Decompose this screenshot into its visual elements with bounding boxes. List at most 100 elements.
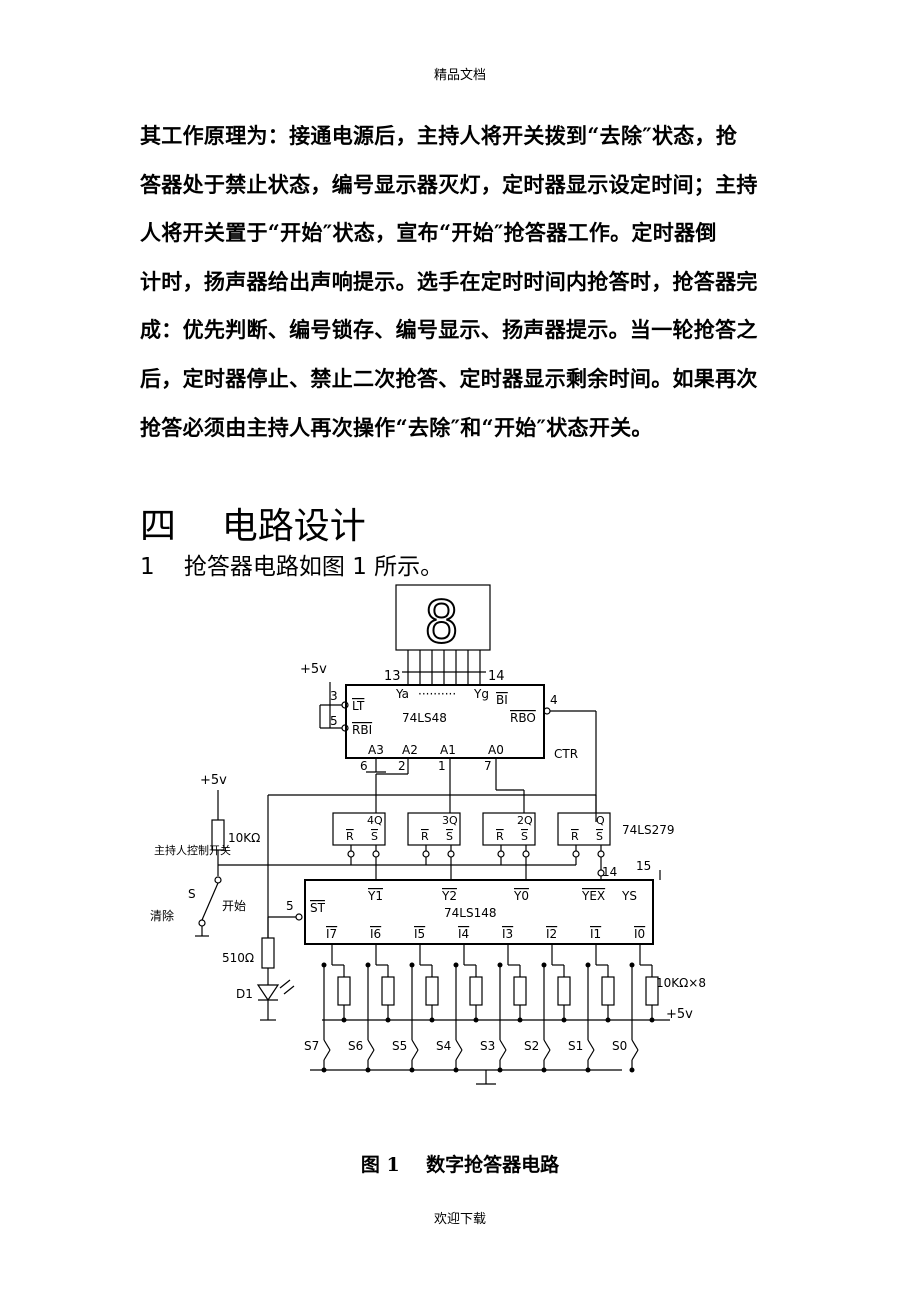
switch-label: S1 — [568, 1039, 583, 1053]
junction-dot — [629, 962, 635, 968]
host-switch-label: 主持人控制开关 — [154, 843, 231, 857]
junction-dot — [385, 1017, 391, 1023]
page-footer: 欢迎下载 — [433, 1212, 486, 1227]
junction-dot — [341, 1017, 347, 1023]
pin-15-label: 15 — [636, 859, 651, 873]
input-label: I1 — [590, 927, 601, 941]
junction-dot — [497, 962, 503, 968]
pin-6-label: 6 — [360, 759, 368, 773]
junction-dot — [365, 1067, 371, 1073]
latch-r-label-3: R — [571, 830, 579, 843]
a0-label: A0 — [488, 743, 504, 757]
junction-dot — [605, 1017, 611, 1023]
encoder-chip-label: 74LS148 — [444, 906, 496, 920]
junction-dot — [497, 1067, 503, 1073]
player-switch — [411, 1039, 419, 1051]
rbo-label: RBO — [510, 711, 536, 725]
ctr-label: CTR — [554, 747, 578, 761]
dots-label: ·········· — [418, 687, 456, 701]
paragraph-line: 其工作原理为：接通电源后，主持人将开关拨到“去除″状态，抢 — [140, 123, 738, 148]
r-host-label: 10KΩ — [228, 831, 260, 845]
y1-label: Y1 — [367, 889, 383, 903]
switch-label: S3 — [480, 1039, 495, 1053]
switch-label: S4 — [436, 1039, 451, 1053]
lt-label: LT — [352, 699, 365, 713]
vcc-top-label: +5v — [300, 662, 327, 677]
player-switch — [543, 1049, 551, 1061]
junction-dot — [365, 962, 371, 968]
led-label: D1 — [236, 987, 253, 1001]
player-switch — [367, 1049, 375, 1061]
pin-3-label: 3 — [330, 689, 338, 703]
pin-5-st-label: 5 — [286, 899, 294, 913]
player-switch — [455, 1039, 463, 1051]
player-switch — [411, 1049, 419, 1061]
figure-caption: 图 1 数字抢答器电路 — [360, 1154, 560, 1176]
rbi-label: RBI — [352, 723, 372, 737]
page-header: 精品文档 — [433, 68, 486, 83]
ys-label: YS — [621, 889, 637, 903]
input-label: I0 — [634, 927, 645, 941]
a1-label: A1 — [440, 743, 456, 757]
display-digit: 8 — [424, 588, 459, 656]
latch-q-label-0: 4Q — [367, 814, 383, 827]
section-subheading: 1 抢答器电路如图 1 所示。 — [140, 554, 444, 580]
junction-dot — [409, 962, 415, 968]
switch-label: S7 — [304, 1039, 319, 1053]
input-label: I5 — [414, 927, 425, 941]
player-switch — [631, 1039, 639, 1051]
encoder-chip-74ls148 — [304, 879, 654, 945]
a2-label: A2 — [402, 743, 418, 757]
junction-dot — [517, 1017, 523, 1023]
y2-label: Y2 — [441, 889, 457, 903]
latch-chip-label: 74LS279 — [622, 823, 674, 837]
paragraph-line: 后，定时器停止、禁止二次抢答、定时器显示剩余时间。如果再次 — [140, 365, 758, 391]
latch-2q — [482, 812, 536, 846]
input-label: I4 — [458, 927, 469, 941]
junction-dot — [585, 962, 591, 968]
player-switch — [587, 1039, 595, 1051]
latch-q-label-3: Q — [596, 814, 605, 827]
resistor-510 — [261, 937, 275, 969]
latch-r-label-1: R — [421, 830, 429, 843]
decoder-chip-label: 74LS48 — [402, 711, 447, 725]
junction-dot — [409, 1067, 415, 1073]
paragraph-line: 成：优先判断、编号锁存、编号显示、扬声器提示。当一轮抢答之 — [140, 317, 758, 343]
latch-s-label-0: S — [371, 830, 378, 843]
seven-segment-display — [395, 584, 491, 651]
pin-7-label: 7 — [484, 759, 492, 773]
junction-dot — [561, 1017, 567, 1023]
player-switch — [631, 1049, 639, 1061]
decoder-chip-74ls48 — [345, 684, 545, 759]
led-d1 — [256, 984, 280, 1002]
switch-label: S2 — [524, 1039, 539, 1053]
pin-2-label: 2 — [398, 759, 406, 773]
pullup-resistor — [469, 976, 483, 1006]
switch-label: S5 — [392, 1039, 407, 1053]
junction-dot — [541, 1067, 547, 1073]
vcc-left-label: +5v — [200, 773, 227, 788]
switch-s-label: S — [188, 887, 196, 901]
latch-q-label-1: 3Q — [442, 814, 458, 827]
pullup-resistor — [513, 976, 527, 1006]
player-switch — [499, 1039, 507, 1051]
junction-dot — [453, 962, 459, 968]
paragraph-line: 计时，扬声器给出声响提示。选手在定时时间内抢答时，抢答器完 — [140, 268, 758, 294]
pullup-resistor — [557, 976, 571, 1006]
input-label: I3 — [502, 927, 513, 941]
st-label: ST — [310, 901, 326, 915]
player-switch — [499, 1049, 507, 1061]
switch-label: S6 — [348, 1039, 363, 1053]
pin-13-label: 13 — [384, 669, 401, 684]
pin-5-top-label: 5 — [330, 714, 338, 728]
junction-dot — [649, 1017, 655, 1023]
paragraph-line: 抢答必须由主持人再次操作“去除″和“开始″状态开关。 — [140, 414, 653, 440]
latch-s-label-1: S — [446, 830, 453, 843]
latch-q — [557, 812, 611, 846]
latch-3q — [407, 812, 461, 846]
a3-label: A3 — [368, 743, 384, 757]
junction-dot — [453, 1067, 459, 1073]
junction-dot — [585, 1067, 591, 1073]
r-led-label: 510Ω — [222, 951, 254, 965]
vcc-bottom-label: +5v — [666, 1007, 693, 1022]
